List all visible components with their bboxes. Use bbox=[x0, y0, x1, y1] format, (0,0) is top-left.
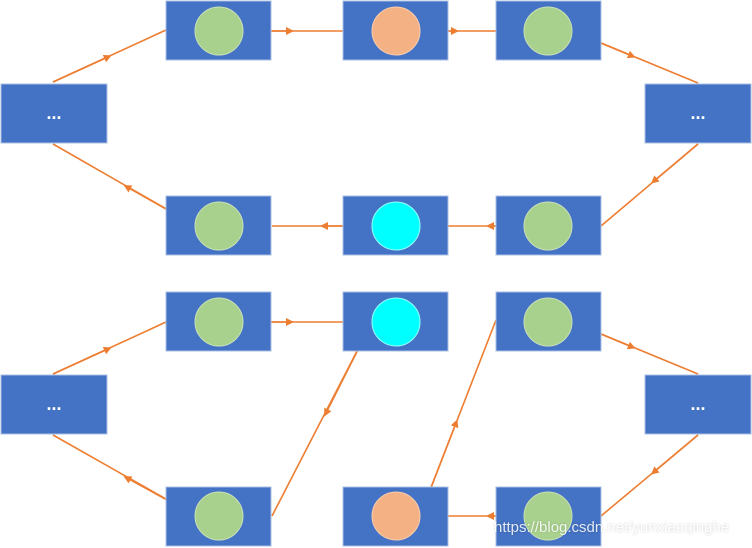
ring-top-left-node: ... bbox=[0, 83, 108, 144]
edge-arrow bbox=[650, 434, 699, 475]
data-circle-orange bbox=[371, 491, 421, 541]
watermark: https://blog.csdn.net/yunxiaoqinghe bbox=[494, 519, 730, 536]
ellipsis-label: ... bbox=[690, 103, 705, 123]
ring-top-right-node: ... bbox=[644, 83, 752, 144]
ring-bottom: ... ... bbox=[0, 291, 752, 547]
list-node bbox=[165, 0, 272, 61]
data-circle-green bbox=[194, 491, 244, 541]
data-circle-cyan bbox=[371, 297, 421, 347]
list-node bbox=[342, 291, 449, 352]
list-node bbox=[165, 486, 272, 547]
ring-top: ... ... bbox=[0, 0, 752, 256]
list-node bbox=[495, 291, 602, 352]
list-node bbox=[342, 486, 449, 547]
data-circle-green bbox=[194, 297, 244, 347]
ring-bottom-right-node: ... bbox=[644, 374, 752, 435]
list-node bbox=[495, 0, 602, 61]
list-node bbox=[165, 195, 272, 256]
ellipsis-label: ... bbox=[46, 103, 61, 123]
list-node bbox=[495, 195, 602, 256]
data-circle-green bbox=[194, 6, 244, 56]
data-circle-orange bbox=[371, 6, 421, 56]
ring-bottom-left-node: ... bbox=[0, 374, 108, 435]
data-circle-green bbox=[523, 491, 573, 541]
ellipsis-label: ... bbox=[46, 394, 61, 414]
edge-arrow bbox=[52, 55, 112, 83]
edge-arrow bbox=[650, 143, 699, 184]
data-circle-green bbox=[523, 201, 573, 251]
data-circle-green bbox=[194, 201, 244, 251]
ellipsis-label: ... bbox=[690, 394, 705, 414]
list-node bbox=[342, 195, 449, 256]
list-node bbox=[342, 0, 449, 61]
data-circle-green bbox=[523, 297, 573, 347]
data-circle-green bbox=[523, 6, 573, 56]
edge-arrow bbox=[52, 347, 112, 375]
data-circle-cyan bbox=[371, 201, 421, 251]
list-node bbox=[495, 486, 602, 547]
list-node bbox=[165, 291, 272, 352]
